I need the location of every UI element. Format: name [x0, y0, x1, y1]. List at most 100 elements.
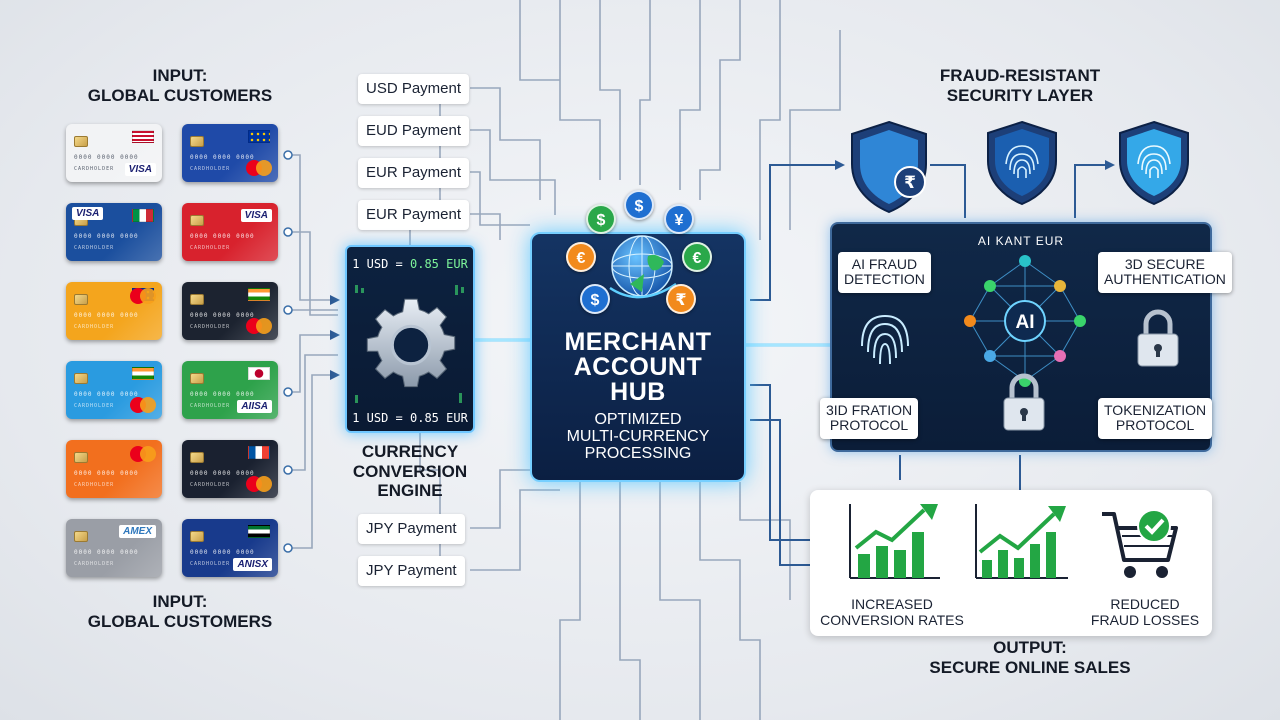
- merchant-account-hub: $ $ ¥ € € $ ₹ MERCHANT ACCOUNT HUB OPTIM…: [530, 190, 746, 482]
- card-number: 0000 0000 0000: [74, 549, 139, 556]
- increased-conversion-label: INCREASED CONVERSION RATES: [816, 596, 968, 628]
- mastercard-logo-icon: [246, 476, 272, 492]
- payment-tag: EUD Payment: [358, 116, 470, 146]
- 3id-protocol-label: 3ID FRATION PROTOCOL: [820, 398, 919, 439]
- 3id-protocol-line1: 3ID FRATION: [826, 402, 913, 418]
- reduced-fraud-line2: FRAUD LOSSES: [1090, 612, 1200, 629]
- card-brand-logo: AIISA: [237, 400, 272, 413]
- card-chip-icon: [190, 531, 204, 542]
- exchange-rate-top: 1 USD = 0.85 EUR: [347, 257, 473, 271]
- hub-title-line1: MERCHANT: [564, 328, 712, 356]
- country-flag-icon: [248, 367, 270, 380]
- ai-fraud-line2: DETECTION: [844, 271, 925, 288]
- card-number: 0000 0000 0000: [74, 154, 139, 161]
- hub-subtitle: OPTIMIZED MULTI-CURRENCY PROCESSING: [532, 411, 744, 462]
- payment-tag: JPY Payment: [358, 556, 465, 586]
- payment-tag: JPY Payment: [358, 514, 465, 544]
- shield-fingerprint-icon: [987, 120, 1057, 206]
- card-number: 0000 0000 0000: [190, 233, 255, 240]
- mastercard-logo-icon: [246, 318, 272, 334]
- padlock-icon: [1137, 309, 1179, 367]
- rupee-symbol: ₹: [904, 173, 916, 193]
- hub-title-line3: HUB: [610, 378, 666, 406]
- growth-chart-icon: [975, 504, 1068, 579]
- reduced-fraud-line1: REDUCED: [1110, 596, 1180, 612]
- card-holder: CARDHOLDER: [74, 324, 115, 330]
- input-caption-top-line1: INPUT:: [152, 66, 208, 85]
- card-holder: CARDHOLDER: [74, 561, 115, 567]
- hub-title-line2: ACCOUNT: [573, 353, 703, 381]
- card-chip-icon: [190, 215, 204, 226]
- country-flag-icon: [248, 288, 270, 301]
- ai-fraud-detection-label: AI FRAUD DETECTION: [838, 252, 931, 293]
- input-caption-bottom-line1: INPUT:: [152, 592, 208, 611]
- rate-top-prefix: 1 USD =: [352, 257, 410, 271]
- card-holder: CARDHOLDER: [190, 324, 231, 330]
- mastercard-logo-icon: [130, 446, 156, 462]
- security-caption-line1: FRAUD-RESISTANT: [939, 66, 1101, 85]
- engine-caption-line1: CURRENCY: [361, 442, 459, 461]
- yen-coin-icon: ¥: [664, 204, 694, 234]
- output-caption-line1: OUTPUT:: [993, 638, 1067, 657]
- payment-tag: USD Payment: [358, 74, 470, 104]
- card-number: 0000 0000 0000: [190, 470, 255, 477]
- tokenization-protocol-label: TOKENIZATION PROTOCOL: [1098, 398, 1213, 439]
- currency-conversion-engine: 1 USD = 0.85 EUR 1 USD = 0.85 EUR: [345, 245, 475, 433]
- input-caption-bottom-line2: GLOBAL CUSTOMERS: [87, 611, 273, 631]
- hub-title: MERCHANT ACCOUNT HUB: [532, 330, 744, 405]
- card-brand-logo: VISA: [72, 207, 104, 220]
- input-caption-bottom: INPUT: GLOBAL CUSTOMERS: [60, 592, 300, 631]
- card-brand-logo: VISA: [240, 209, 272, 222]
- ai-network-icon: AI: [964, 255, 1086, 387]
- card-brand-logo: ANISX: [233, 558, 272, 571]
- card-chip-icon: [190, 136, 204, 147]
- euro-coin-icon: €: [566, 242, 596, 272]
- ai-badge: AI: [1016, 312, 1035, 333]
- mastercard-logo-icon: [130, 397, 156, 413]
- output-caption-line2: SECURE ONLINE SALES: [929, 657, 1131, 677]
- card-chip-icon: [190, 294, 204, 305]
- card-chip-icon: [74, 373, 88, 384]
- engine-caption-line2: CONVERSION: [352, 461, 468, 481]
- card-chip-icon: [74, 294, 88, 305]
- hub-subtitle-line3: PROCESSING: [584, 444, 692, 462]
- 3id-protocol-line2: PROTOCOL: [829, 417, 909, 434]
- engine-caption-line3: ENGINE: [377, 481, 443, 501]
- card-holder: CARDHOLDER: [74, 245, 115, 251]
- card-chip-icon: [190, 452, 204, 463]
- security-caption: FRAUD-RESISTANT SECURITY LAYER: [900, 66, 1140, 105]
- rate-top-value: 0.85 EUR: [410, 257, 468, 271]
- card-number: 0000 0000 0000: [74, 470, 139, 477]
- rate-bottom-value: 0.85 EUR: [410, 411, 468, 425]
- card-brand-logo: AMEX: [119, 525, 156, 538]
- card-holder: CARDHOLDER: [190, 166, 231, 172]
- card-chip-icon: [190, 373, 204, 384]
- output-caption: OUTPUT: SECURE ONLINE SALES: [880, 638, 1180, 677]
- mastercard-logo-icon: [130, 288, 156, 304]
- card-chip-icon: [74, 531, 88, 542]
- euro-coin-icon: €: [682, 242, 712, 272]
- card-number: 0000 0000 0000: [190, 549, 255, 556]
- engine-caption: CURRENCY CONVERSION ENGINE: [330, 442, 490, 501]
- card-number: 0000 0000 0000: [190, 391, 255, 398]
- growth-chart-icon: [849, 504, 940, 579]
- card-holder: CARDHOLDER: [74, 166, 115, 172]
- rate-bottom-prefix: 1 USD =: [352, 411, 410, 425]
- country-flag-icon: [132, 130, 154, 143]
- padlock-icon: [1003, 373, 1045, 431]
- fingerprint-icon: [861, 314, 909, 365]
- card-number: 0000 0000 0000: [74, 233, 139, 240]
- dollar-coin-icon: $: [586, 204, 616, 234]
- card-holder: CARDHOLDER: [190, 482, 231, 488]
- card-number: 0000 0000 0000: [190, 154, 255, 161]
- mastercard-logo-icon: [246, 160, 272, 176]
